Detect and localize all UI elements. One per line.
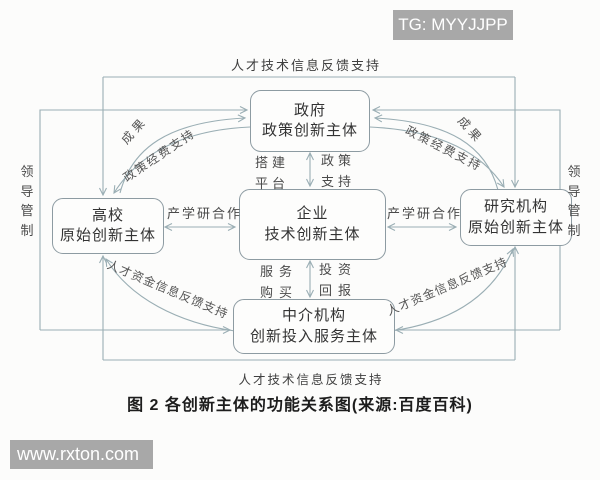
node-government: 政府 政策创新主体 — [250, 90, 370, 152]
node-university-role: 原始创新主体 — [59, 228, 156, 244]
watermark-bottom-left: www.rxton.com — [10, 440, 153, 469]
node-intermediary: 中介机构 创新投入服务主体 — [233, 299, 395, 354]
loop-label-talent-tech-top: 人才技术信息反馈支持 — [230, 58, 382, 73]
loop-label-leadership-left: 领导管制 — [20, 164, 34, 238]
node-university-name: 高校 — [91, 207, 124, 224]
edge-label-iur-coop-left: 产学研合作 — [167, 206, 243, 221]
results-curve-right — [373, 114, 499, 191]
loop-label-talent-tech-bottom: 人才技术信息反馈支持 — [238, 373, 384, 387]
node-government-role: 政策创新主体 — [261, 123, 358, 139]
node-enterprise-role: 技术创新主体 — [264, 226, 361, 243]
edge-label-invest-return: 投资回报 — [318, 262, 357, 299]
node-research-role: 原始创新主体 — [467, 219, 564, 236]
loop-label-leadership-right: 领导管制 — [567, 164, 581, 238]
leadership-right-to-government — [371, 106, 561, 330]
policyfund-curve-right — [369, 126, 505, 189]
node-research-name: 研究机构 — [483, 199, 548, 216]
node-government-name: 政府 — [293, 102, 326, 119]
figure-caption: 图 2 各创新主体的功能关系图(来源:百度百科) — [127, 397, 473, 414]
leadership-left-to-government — [39, 106, 249, 330]
edge-label-iur-coop-right: 产学研合作 — [387, 206, 463, 221]
node-university: 高校 原始创新主体 — [52, 198, 164, 254]
talentfund-curve-left — [105, 257, 236, 332]
edge-label-build-platform: 搭建平台 — [254, 155, 289, 192]
node-enterprise-name: 企业 — [296, 206, 329, 223]
node-intermediary-name: 中介机构 — [281, 308, 346, 325]
node-research: 研究机构 原始创新主体 — [460, 189, 572, 246]
node-enterprise: 企业 技术创新主体 — [239, 189, 386, 260]
edge-label-policy-support: 政策支持 — [320, 153, 355, 190]
policyfund-curve-left — [113, 126, 251, 195]
edge-label-service-purchase: 服务购买 — [259, 264, 298, 301]
watermark-top-right: TG: MYYJJPP — [393, 10, 513, 40]
talentfund-curve-right — [390, 247, 515, 332]
node-intermediary-role: 创新投入服务主体 — [249, 328, 378, 345]
